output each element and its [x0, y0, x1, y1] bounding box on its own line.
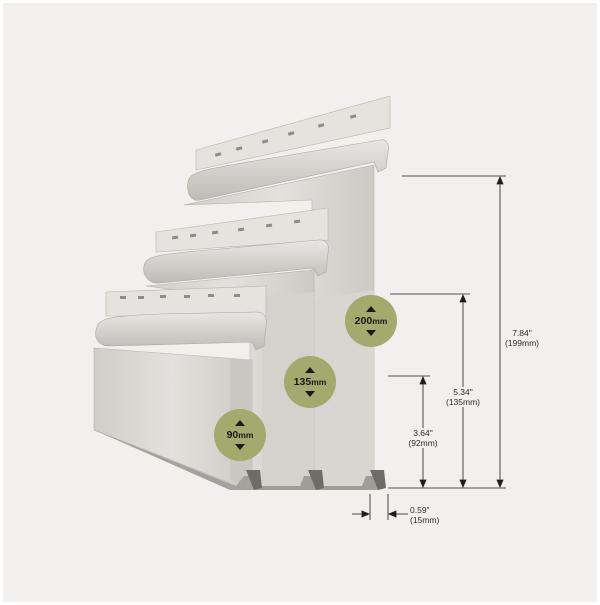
- arrow-up-icon: [235, 420, 245, 426]
- dimension-lines: [352, 175, 506, 520]
- siding-panel-135mm: [143, 207, 329, 490]
- dimension-label-199mm: 7.84" (199mm): [502, 328, 542, 348]
- siding-panel-90mm: [93, 285, 267, 491]
- badge-135mm: 135mm: [284, 356, 336, 408]
- dimension-label-135mm: 5.34" (135mm): [443, 387, 483, 407]
- arrow-up-icon: [305, 367, 315, 373]
- dimension-label-15mm: 0.59" (15mm): [410, 505, 440, 525]
- badge-200mm: 200mm: [345, 295, 397, 347]
- arrow-down-icon: [235, 444, 245, 450]
- arrow-up-icon: [366, 306, 376, 312]
- arrow-down-icon: [305, 391, 315, 397]
- badge-90mm: 90mm: [214, 409, 266, 461]
- arrow-down-icon: [366, 330, 376, 336]
- dimension-label-92mm: 3.64" (92mm): [404, 428, 442, 448]
